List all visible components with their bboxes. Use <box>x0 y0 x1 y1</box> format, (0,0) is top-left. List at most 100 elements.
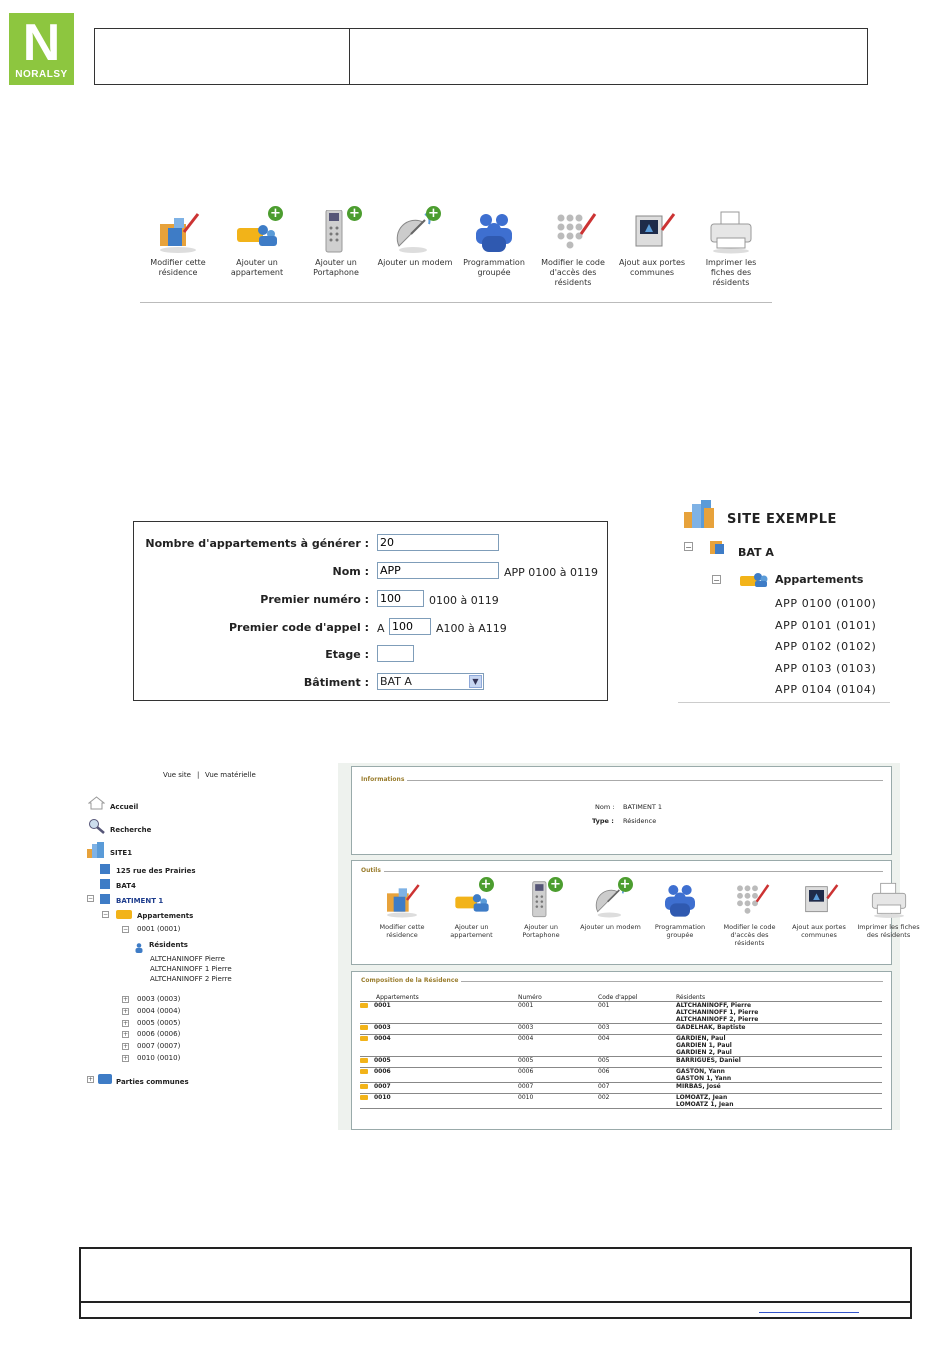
cell-resident[interactable]: ALTCHANINOFF 2, Pierre <box>676 1016 759 1023</box>
first-number-label: Premier numéro : <box>260 593 369 606</box>
cell-apartment[interactable]: 0005 <box>374 1057 391 1064</box>
nav-apartment-item[interactable]: 0006 (0006) <box>137 1030 181 1039</box>
toolbar-button-2[interactable]: +Ajouter un Portaphone <box>298 206 374 278</box>
toolbar-button-0[interactable]: Modifier cette résidence <box>140 210 216 278</box>
nav-site[interactable]: SITE1 <box>110 849 133 857</box>
expand-icon[interactable]: + <box>122 1019 129 1027</box>
nav-residents[interactable]: Résidents <box>149 941 188 949</box>
nav-address[interactable]: 125 rue des Prairies <box>116 867 196 875</box>
tree-building-label[interactable]: BAT A <box>738 546 774 559</box>
tree-apartment-item[interactable]: APP 0104 (0104) <box>775 683 877 696</box>
building-select[interactable]: BAT A ▼ <box>377 673 484 690</box>
tool-button-2[interactable]: +Ajouter un Portaphone <box>508 877 574 939</box>
collapse-icon[interactable]: − <box>684 542 693 552</box>
expand-icon[interactable]: + <box>122 1031 129 1039</box>
collapse-icon[interactable]: − <box>712 575 721 585</box>
first-number-input[interactable] <box>377 590 424 607</box>
cell-apartment[interactable]: 0004 <box>374 1035 391 1042</box>
tree-apartment-item[interactable]: APP 0103 (0103) <box>775 661 877 675</box>
nav-batiment1[interactable]: BATIMENT 1 <box>116 897 164 905</box>
tools-panel-title: Outils <box>358 867 384 874</box>
nav-apartments[interactable]: Appartements <box>137 912 194 920</box>
cell-resident[interactable]: ALTCHANINOFF, Pierre <box>676 1002 752 1009</box>
view-site-link[interactable]: Vue site <box>163 771 191 779</box>
cell-resident[interactable]: GARDIEN 2, Paul <box>676 1049 732 1056</box>
tool-button-3[interactable]: +Ajouter un modem <box>578 877 644 931</box>
info-type-label: Type : <box>592 817 614 825</box>
tool-button-6[interactable]: Ajout aux portes communes <box>786 881 852 939</box>
nav-apartment-item[interactable]: 0010 (0010) <box>137 1054 181 1062</box>
expand-icon[interactable]: + <box>87 1076 94 1083</box>
tree-group-label[interactable]: Appartements <box>775 573 864 586</box>
tool-button-0[interactable]: Modifier cette résidence <box>369 881 435 939</box>
cell-resident[interactable]: LOMOATZ, Jean <box>676 1094 728 1101</box>
tool-button-5[interactable]: Modifier le code d'accès des résidents <box>717 881 783 947</box>
view-hardware-link[interactable]: Vue matérielle <box>205 771 256 779</box>
tree-apartment-item[interactable]: APP 0102 (0102) <box>775 640 877 653</box>
toolbar-button-4[interactable]: Programmation groupée <box>456 210 532 278</box>
nav-apartment-item[interactable]: 0007 (0007) <box>137 1042 181 1051</box>
cell-resident[interactable]: GADELHAK, Baptiste <box>676 1024 746 1031</box>
cell-resident[interactable]: LOMOATZ 1, Jean <box>676 1101 734 1108</box>
tree-site-label[interactable]: SITE EXEMPLE <box>727 512 837 527</box>
expand-icon[interactable]: + <box>122 1007 129 1015</box>
toolbar-button-5[interactable]: Modifier le code d'accès des résidents <box>535 210 611 288</box>
tool-label: Ajouter un Portaphone <box>522 923 560 939</box>
expand-icon[interactable]: + <box>122 1043 129 1051</box>
tool-button-4[interactable]: Programmation groupée <box>647 881 713 939</box>
nav-bat4[interactable]: BAT4 <box>116 882 136 890</box>
cell-resident[interactable]: ALTCHANINOFF 1, Pierre <box>676 1009 759 1016</box>
cell-resident[interactable]: GARDIEN 1, Paul <box>676 1042 732 1049</box>
nav-apartment-item[interactable]: 0004 (0004) <box>137 1006 181 1015</box>
nav-apartment-item[interactable]: 0005 (0005) <box>137 1018 181 1027</box>
toolbar-button-1[interactable]: +Ajouter un appartement <box>219 206 295 278</box>
cell-call-code: 004 <box>598 1034 676 1057</box>
cell-resident[interactable]: MIRBAS, José <box>676 1083 721 1090</box>
first-call-input[interactable] <box>389 618 431 635</box>
toolbar-button-3[interactable]: +Ajouter un modem <box>377 206 453 268</box>
chevron-down-icon[interactable]: ▼ <box>469 675 482 688</box>
cell-resident[interactable]: BARRIGUES, Daniel <box>676 1057 741 1064</box>
footer-link-underline[interactable] <box>759 1312 859 1313</box>
name-input[interactable] <box>377 562 499 579</box>
nav-resident-item[interactable]: ALTCHANINOFF 1 Pierre <box>150 965 232 973</box>
nav-search[interactable]: Recherche <box>110 826 152 834</box>
toolbar-button-6[interactable]: Ajout aux portes communes <box>614 210 690 278</box>
nav-resident-item[interactable]: ALTCHANINOFF 2 Pierre <box>150 975 232 983</box>
count-input[interactable] <box>377 534 499 551</box>
cell-apartment[interactable]: 0006 <box>374 1068 391 1075</box>
collapse-icon[interactable]: − <box>87 895 94 902</box>
group-programming-icon <box>660 881 700 919</box>
nav-resident-item[interactable]: ALTCHANINOFF Pierre <box>150 955 225 963</box>
nav-home[interactable]: Accueil <box>110 803 139 811</box>
cell-resident[interactable]: GARDIEN, Paul <box>676 1035 726 1042</box>
cell-apartment[interactable]: 0010 <box>374 1094 391 1101</box>
cell-apartment[interactable]: 0007 <box>374 1083 391 1090</box>
cell-number: 0010 <box>518 1093 598 1109</box>
tool-button-1[interactable]: +Ajouter un appartement <box>439 877 505 939</box>
nav-apt-0001[interactable]: 0001 (0001) <box>137 925 181 933</box>
toolbar-button-7[interactable]: Imprimer les fiches des résidents <box>693 210 769 288</box>
cell-apartment[interactable]: 0003 <box>374 1024 391 1031</box>
toolbar-label: Ajouter un appartement <box>230 258 284 277</box>
cell-resident[interactable]: GASTON 1, Yann <box>676 1075 732 1082</box>
cell-apartment[interactable]: 0001 <box>374 1002 391 1009</box>
nav-apartment-item[interactable]: 0003 (0003) <box>137 995 181 1003</box>
tree-apartment-item[interactable]: APP 0100 (0100) <box>775 597 877 610</box>
cell-resident[interactable]: GASTON, Yann <box>676 1068 725 1075</box>
expand-icon[interactable]: + <box>122 996 129 1003</box>
tree-apartment-item[interactable]: APP 0101 (0101) <box>775 618 877 632</box>
tool-button-7[interactable]: Imprimer les fiches des résidents <box>856 881 922 939</box>
collapse-icon[interactable]: − <box>122 926 129 933</box>
floor-input[interactable] <box>377 645 414 662</box>
collapse-icon[interactable]: − <box>102 911 109 918</box>
expand-icon[interactable]: + <box>122 1055 129 1062</box>
nav-common-parts[interactable]: Parties communes <box>116 1078 189 1086</box>
